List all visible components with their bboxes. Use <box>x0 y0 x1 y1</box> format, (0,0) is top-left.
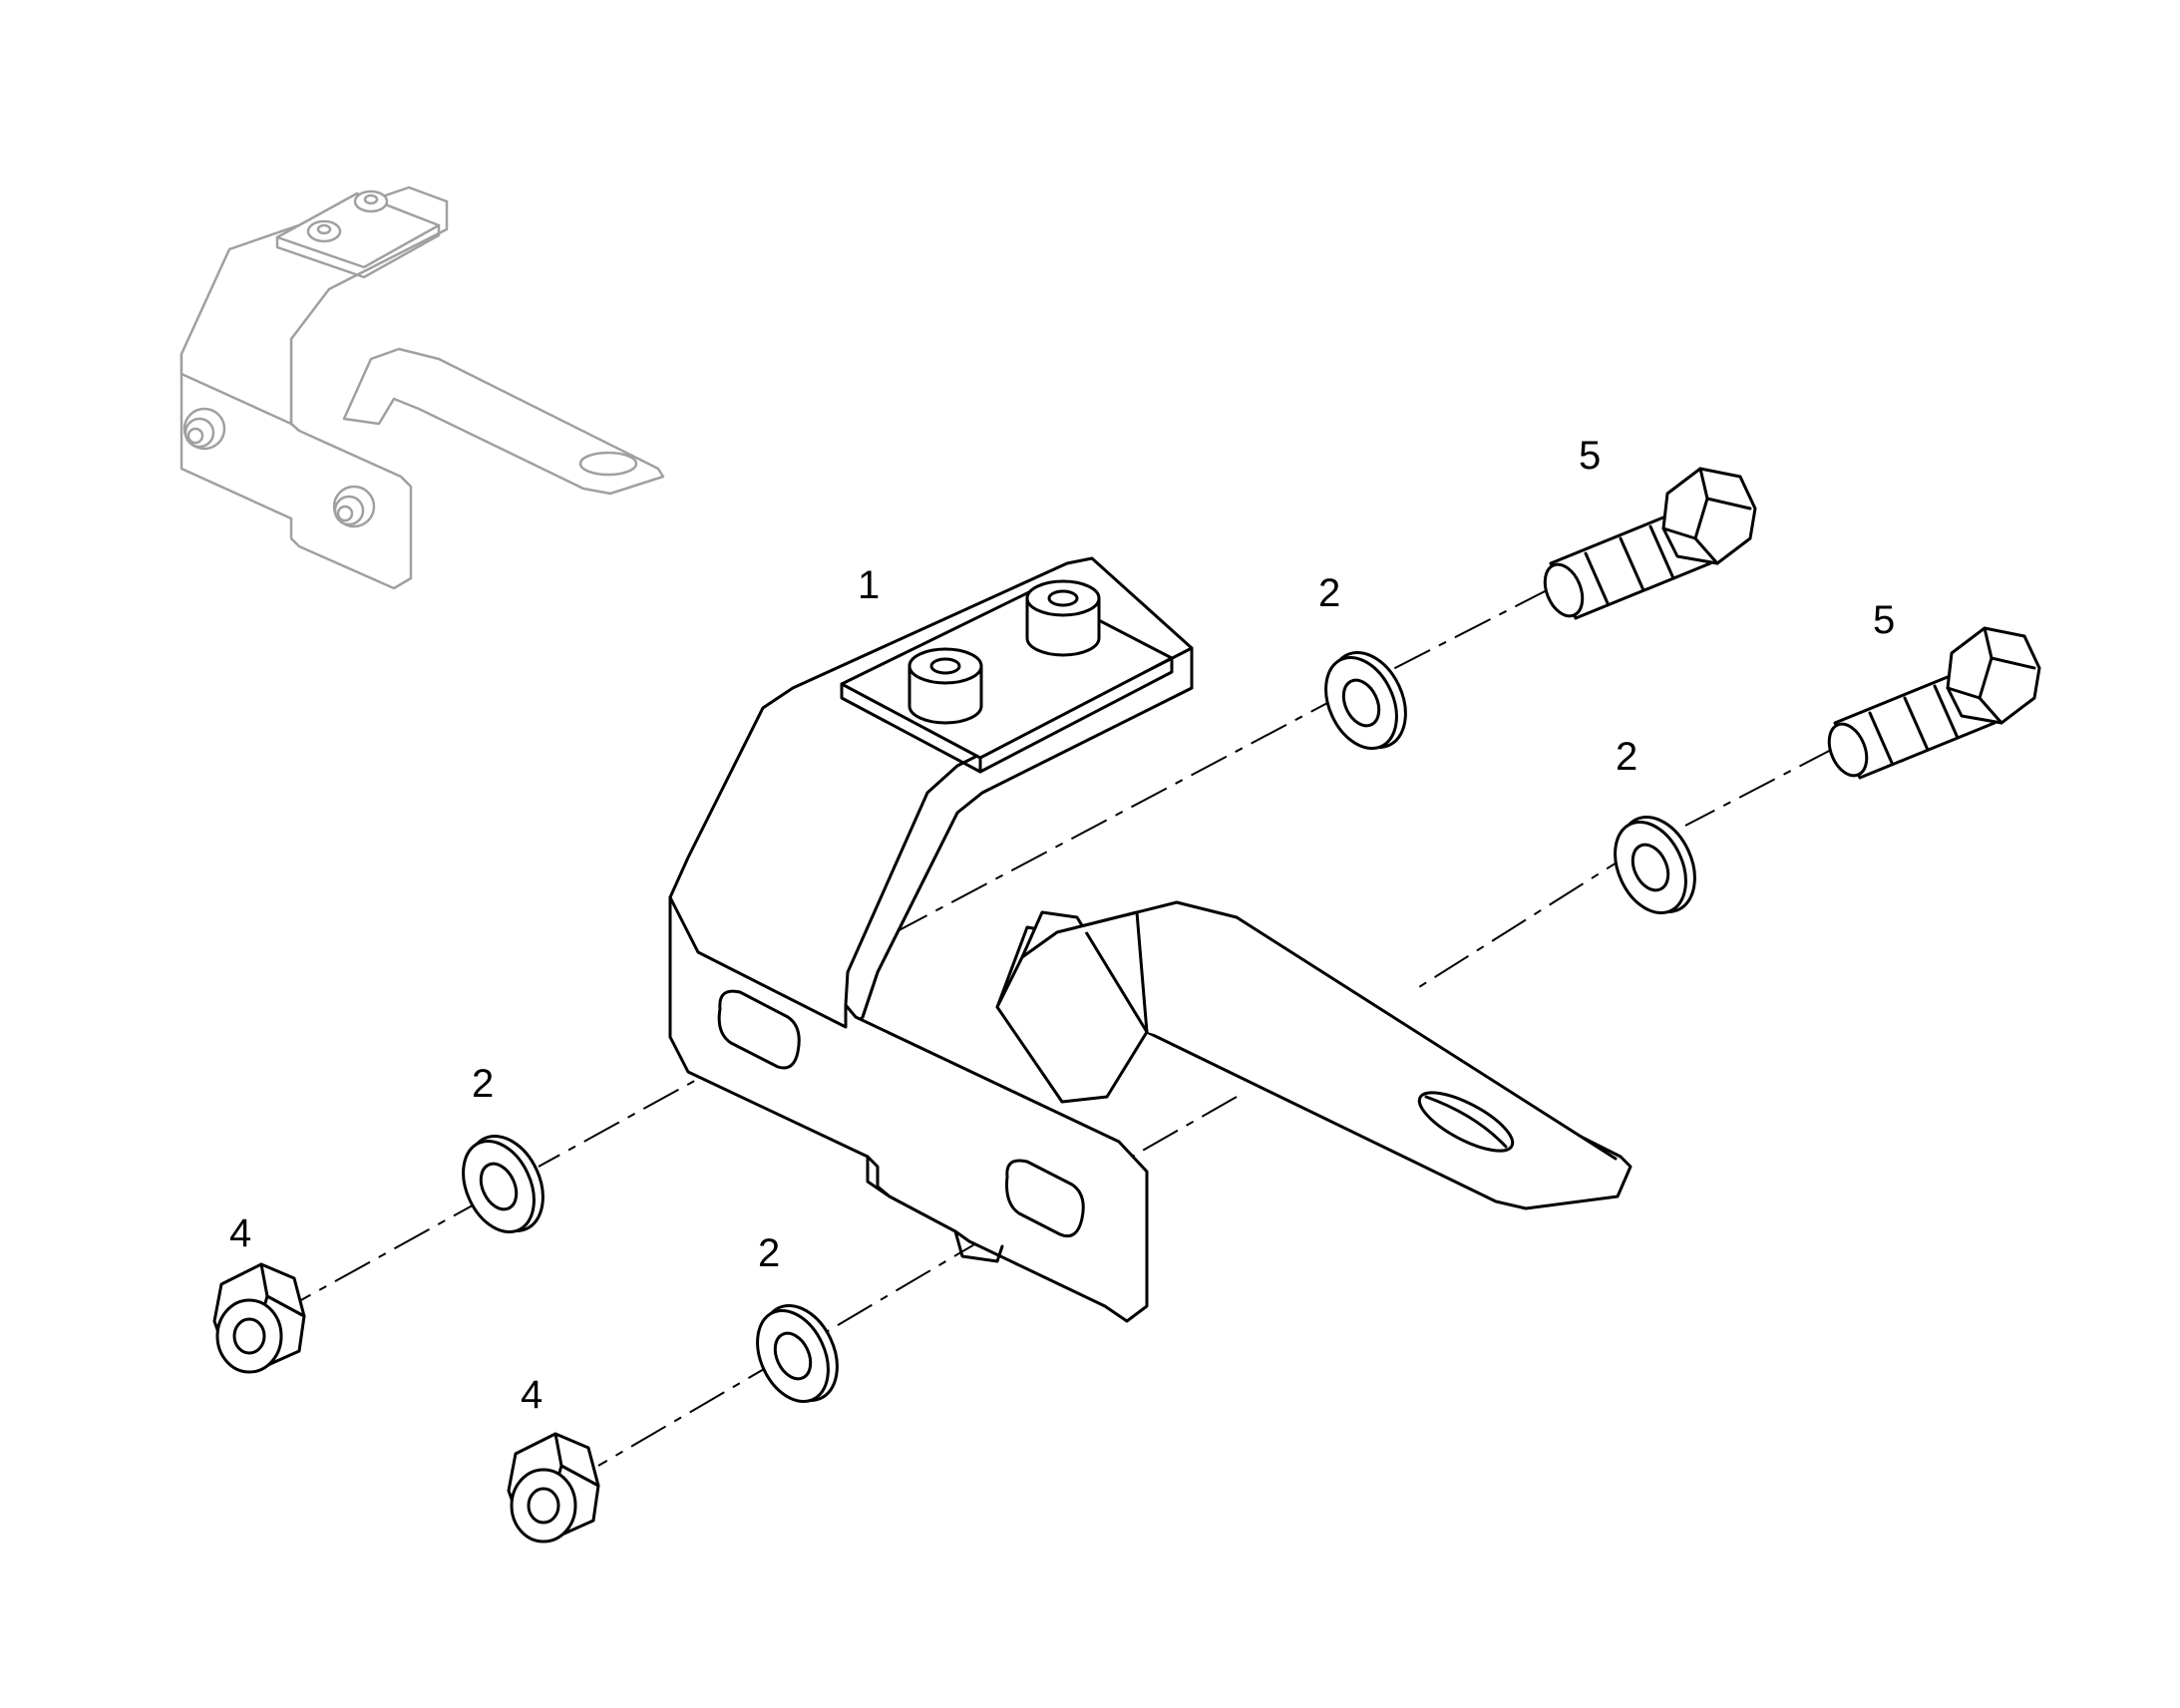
flat-washer-top <box>1324 650 1407 751</box>
callout-nut-bottom: 4 <box>521 1373 543 1417</box>
bracket-part <box>668 556 1633 1323</box>
callout-washer-top: 2 <box>1318 571 1340 615</box>
flat-washer-right <box>1614 815 1696 915</box>
callout-nut-left: 4 <box>229 1211 251 1255</box>
flat-washer-bottom <box>756 1303 839 1404</box>
callout-washer-bottom: 2 <box>758 1231 780 1275</box>
callout-washer-left: 2 <box>472 1062 494 1106</box>
assembly-overview-thumbnail <box>180 185 665 590</box>
hex-lock-nut-left <box>212 1262 306 1374</box>
bracket-boss-front <box>908 647 983 725</box>
hex-bolt-right <box>1827 626 2041 780</box>
callout-bracket: 1 <box>858 563 880 607</box>
hex-lock-nut-bottom <box>507 1432 600 1543</box>
hex-bolt-top <box>1543 467 1757 620</box>
callout-bolt-top: 5 <box>1579 434 1601 478</box>
callout-bolt-right: 5 <box>1873 598 1895 642</box>
flat-washer-left <box>462 1134 545 1234</box>
bracket-boss-rear <box>1025 579 1101 657</box>
explosion-center-lines <box>298 587 1836 1467</box>
callout-washer-right: 2 <box>1616 735 1637 779</box>
